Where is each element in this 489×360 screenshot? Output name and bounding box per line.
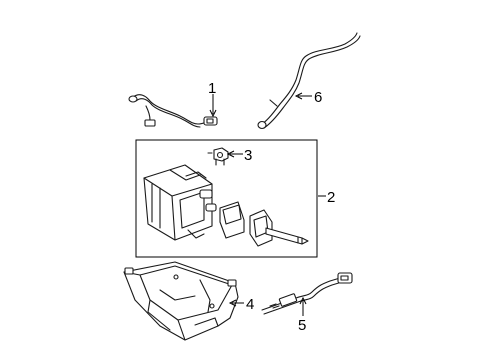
- rear-oxygen-sensor-5-icon[interactable]: [261, 272, 353, 315]
- callout-5: 5: [298, 317, 306, 334]
- callout-3: 3: [244, 147, 252, 164]
- callout-1: 1: [208, 80, 216, 97]
- leader-3-arrow: [226, 150, 235, 158]
- evap-canister-2-icon[interactable]: [143, 164, 309, 247]
- leader-6-arrow: [294, 92, 303, 100]
- leader-5-arrow: [299, 296, 307, 305]
- callout-4: 4: [246, 296, 254, 313]
- callout-6: 6: [314, 89, 322, 106]
- leader-4-arrow: [228, 299, 237, 307]
- purge-valve-3-icon[interactable]: [207, 147, 229, 166]
- assembly-box: [135, 139, 318, 258]
- vent-hose-6-icon[interactable]: [257, 32, 361, 130]
- leader-1-arrow: [209, 109, 217, 118]
- oxygen-sensor-1-icon[interactable]: [128, 94, 218, 128]
- canister-shield-4-icon[interactable]: [123, 261, 239, 341]
- callout-2: 2: [327, 189, 335, 206]
